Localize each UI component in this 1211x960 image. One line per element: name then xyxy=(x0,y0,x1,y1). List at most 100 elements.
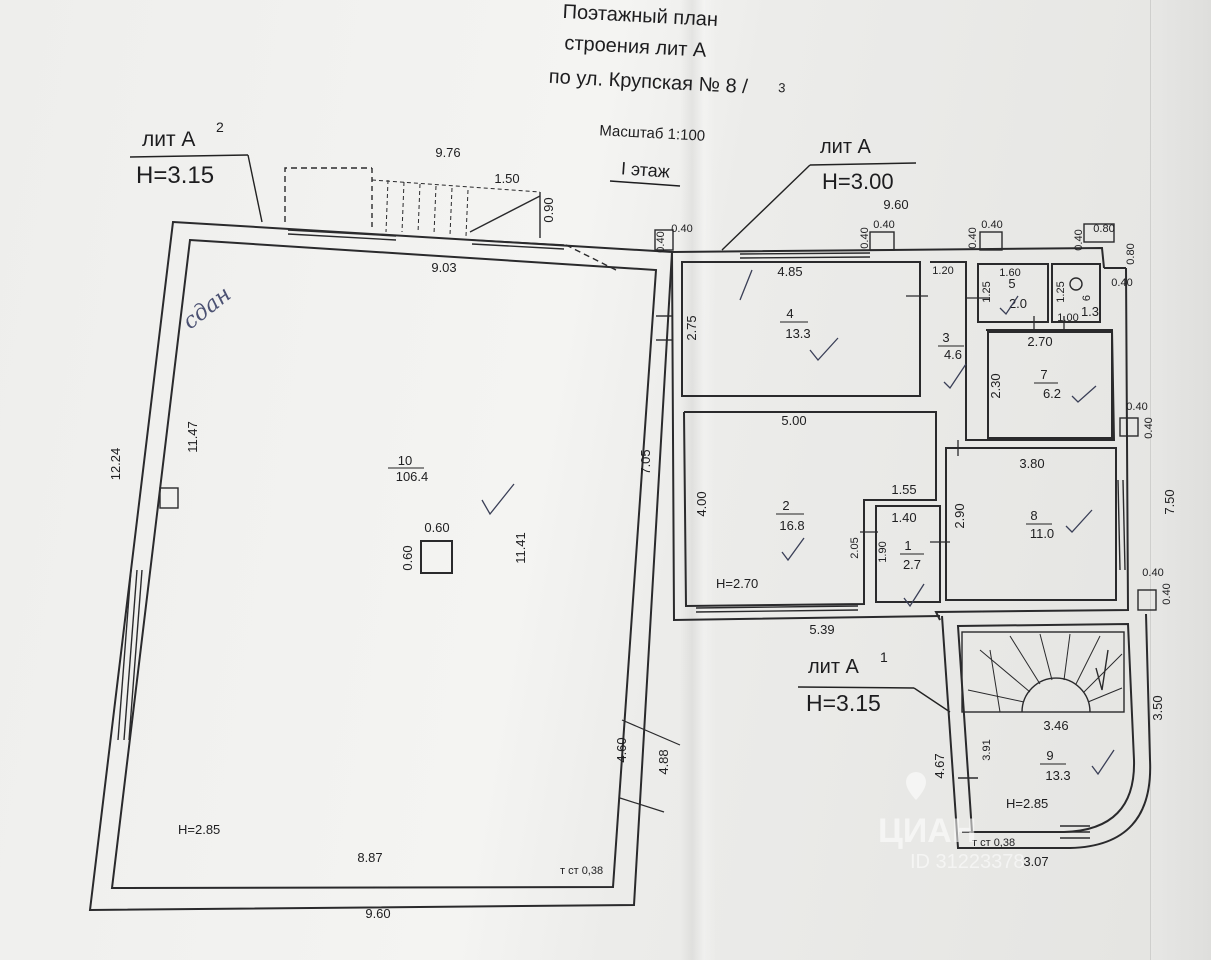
dim-0-90: 0.90 xyxy=(541,197,556,222)
lit-a1-superscript: 1 xyxy=(880,649,888,665)
room-6-outline xyxy=(1051,263,1101,323)
dim-7-05: 7.05 xyxy=(638,449,653,474)
pen-stroke xyxy=(739,269,753,301)
room-3-number: 3 xyxy=(942,330,949,345)
height-labels: Н=2.85 Н=2.70 Н=2.85 т ст 0,38 т ст 0,38 xyxy=(178,576,1048,877)
paper-fold xyxy=(680,0,716,960)
handwritten-note: сдан xyxy=(178,282,236,335)
room-2-outline xyxy=(683,411,937,608)
lit-a2-underline xyxy=(129,154,249,158)
window-top-1 xyxy=(287,229,397,237)
dim-11-47: 11.47 xyxy=(185,421,200,453)
dim-3-07: 3.07 xyxy=(1023,854,1048,869)
lit-a-underline xyxy=(809,162,917,166)
dim-2-30: 2.30 xyxy=(988,373,1003,398)
lit-a2-superscript: 2 xyxy=(216,119,224,135)
room-2-height: Н=2.70 xyxy=(716,576,758,591)
dim-1-55: 1.55 xyxy=(891,482,916,497)
room-1-number: 1 xyxy=(904,538,911,553)
dim-0-40-e: 0.40 xyxy=(967,227,979,248)
room-7-outline xyxy=(987,331,1113,439)
main-top-wall xyxy=(671,246,1105,269)
room-9-area: 13.3 xyxy=(1045,768,1070,783)
hall-inner-wall xyxy=(110,238,658,890)
title-line-2: строения лит А xyxy=(564,32,708,61)
room-6-number: 6 xyxy=(1081,295,1093,301)
dim-8-87: 8.87 xyxy=(357,850,382,865)
dim-1-40: 1.40 xyxy=(891,510,916,525)
dim-0-40-j: 0.40 xyxy=(1143,417,1155,438)
check-mark-room-9 xyxy=(1091,749,1115,776)
room-6-area: 1.3 xyxy=(1081,304,1099,319)
lit-a1-height: Н=3.15 xyxy=(806,690,881,716)
dim-1-20: 1.20 xyxy=(932,265,953,277)
room-10-number: 10 xyxy=(398,453,412,468)
room-8-area: 11.0 xyxy=(1030,526,1054,541)
dimension-labels: 9.76 1.50 0.90 9.03 12.24 11.47 11.41 0.… xyxy=(108,145,1177,921)
window-left xyxy=(117,569,132,741)
lit-a2-height: Н=3.15 xyxy=(136,162,214,189)
room-4-number: 4 xyxy=(786,306,793,321)
lit-a1-leader xyxy=(913,687,951,713)
dim-3-46: 3.46 xyxy=(1043,718,1068,733)
title-line-3-superscript: 3 xyxy=(778,80,786,95)
dim-1-60: 1.60 xyxy=(999,267,1020,279)
room-9-number: 9 xyxy=(1046,748,1053,763)
floor-label: I этаж xyxy=(620,158,670,181)
room-8-number: 8 xyxy=(1030,508,1037,523)
window-top-2 xyxy=(471,239,565,246)
room-7-area: 6.2 xyxy=(1043,386,1061,401)
window-room-8 xyxy=(1117,479,1121,571)
dim-0-40-c: 0.40 xyxy=(859,227,871,248)
dim-0-40-g: 0.40 xyxy=(1073,229,1085,250)
lit-a1-label: лит А xyxy=(808,656,860,678)
watermark: ЦИАН ID 31223378 xyxy=(878,772,1025,873)
dim-0-60-b: 0.60 xyxy=(400,545,415,570)
lit-a2-leader xyxy=(247,154,263,223)
dim-1-00: 1.00 xyxy=(1057,312,1078,324)
dim-0-40-b: 0.40 xyxy=(671,223,692,235)
check-mark-room-4 xyxy=(809,337,839,362)
dim-0-40-d: 0.40 xyxy=(873,219,894,231)
room-5-outline xyxy=(977,263,1049,323)
dim-1-90: 1.90 xyxy=(877,541,889,562)
dim-0-40-f: 0.40 xyxy=(981,219,1002,231)
dim-9-60-top: 9.60 xyxy=(883,197,908,212)
dim-3-91: 3.91 xyxy=(981,739,993,760)
title-line-1: Поэтажный план xyxy=(562,1,718,31)
main-block-walls xyxy=(654,223,1157,622)
dim-1-50: 1.50 xyxy=(494,171,519,186)
lit-a-height: Н=3.00 xyxy=(822,169,894,194)
check-mark-room-5 xyxy=(999,295,1019,316)
porch-steps xyxy=(371,179,541,237)
watermark-brand: ЦИАН xyxy=(878,812,976,850)
dim-0-40-k: 0.40 xyxy=(1142,567,1163,579)
dim-4-88: 4.88 xyxy=(656,749,671,774)
room-5-number: 5 xyxy=(1008,276,1015,291)
spiral-stair-box xyxy=(961,631,1125,713)
scale-label: Масштаб 1:100 xyxy=(599,122,706,145)
dim-7-50: 7.50 xyxy=(1162,489,1177,514)
lit-a-leader xyxy=(721,164,811,251)
stair-arrow xyxy=(469,195,541,233)
window-room-4 xyxy=(739,252,871,255)
lit-a2-tag: лит А 2 Н=3.15 xyxy=(129,119,263,223)
room-2-number: 2 xyxy=(782,498,789,513)
dim-0-80-a: 0.80 xyxy=(1093,223,1114,235)
annex-outer-wall xyxy=(941,613,1152,849)
check-mark-room-3 xyxy=(943,363,967,390)
check-mark-room-8 xyxy=(1065,509,1093,533)
toilet-icon xyxy=(1069,277,1083,291)
check-mark-room-2 xyxy=(781,537,805,562)
porch-outline xyxy=(284,167,372,222)
dim-0-60-a: 0.60 xyxy=(424,520,449,535)
room-4-outline xyxy=(681,261,921,397)
door-marks xyxy=(860,295,1065,543)
dim-9-03: 9.03 xyxy=(431,260,456,275)
dim-9-60-bottom: 9.60 xyxy=(365,906,390,921)
wall-niche xyxy=(159,487,179,509)
dim-4-85: 4.85 xyxy=(777,264,802,279)
check-mark-room-7 xyxy=(1071,385,1097,403)
title-line-3: по ул. Крупская № 8 / xyxy=(548,66,749,98)
room-8-outline xyxy=(945,447,1117,601)
